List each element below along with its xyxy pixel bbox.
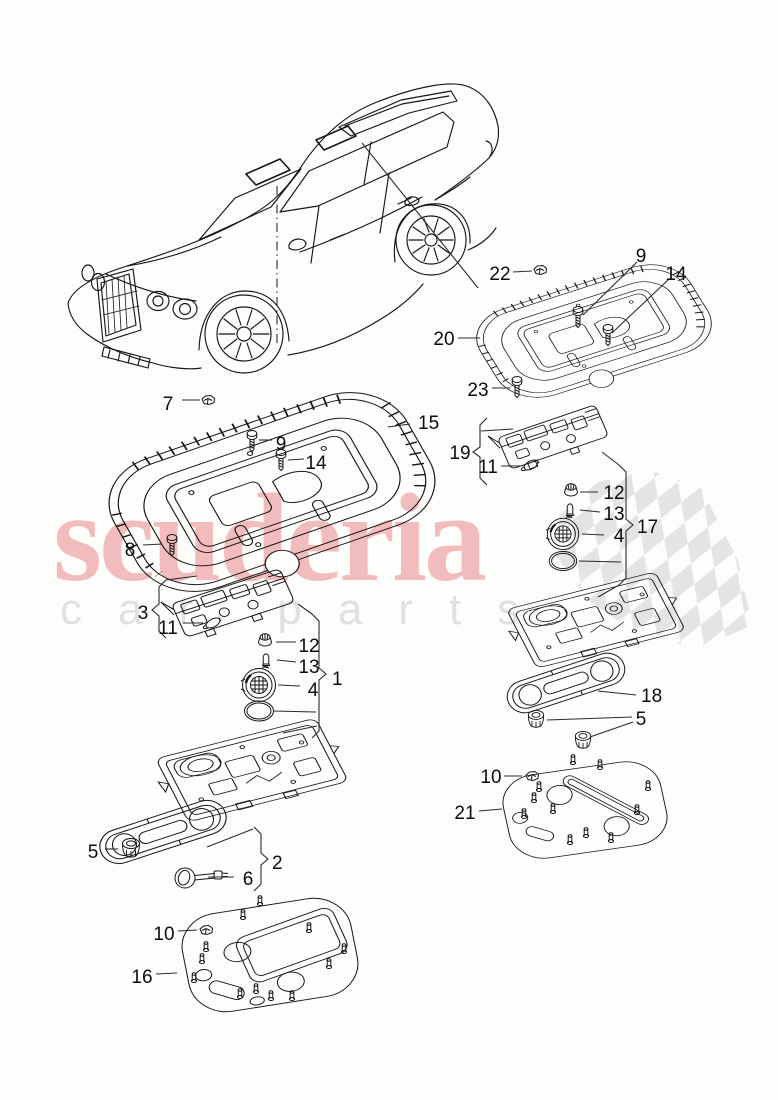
roof-marker-front: [245, 158, 291, 186]
callout-14-left: 14: [305, 453, 327, 474]
gasket-21: [502, 761, 668, 859]
headlights-icon: [81, 264, 198, 320]
callout-5-left: 5: [88, 842, 99, 863]
callout-leader-lines: [105, 261, 669, 975]
watermark-tagline-text: car parts: [60, 585, 555, 634]
callout-4-right: 4: [614, 526, 625, 547]
callout-13-left: 13: [298, 657, 319, 678]
callout-12-left: 12: [298, 636, 319, 657]
callout-16: 16: [131, 967, 152, 988]
watermark-brand-text: scuderia: [53, 469, 486, 608]
gasket-16-studs: [190, 895, 348, 1001]
grommet-5-right-b: [574, 731, 592, 749]
callout-18: 18: [641, 686, 662, 707]
callout-20: 20: [433, 329, 454, 350]
callout-6: 6: [243, 869, 254, 890]
callout-11-left: 11: [158, 618, 178, 639]
sensor-6: [174, 867, 229, 889]
lens-plate-left: [93, 795, 233, 869]
callout-22: 22: [489, 264, 510, 285]
callout-10-left: 10: [153, 924, 174, 945]
clip-10-right: [525, 771, 539, 781]
watermark-layer: scuderia car parts: [53, 469, 752, 648]
callout-9-left: 9: [276, 434, 287, 455]
bulb-13-left: [262, 653, 270, 668]
clip-22: [533, 265, 547, 275]
lamp-4-left: [239, 664, 277, 703]
screw-9-left: [246, 430, 258, 452]
callout-2: 2: [272, 853, 283, 874]
screw-14-right: [602, 324, 614, 346]
clip-10-left: [199, 925, 213, 935]
callout-12-right: 12: [603, 483, 624, 504]
callout-8: 8: [125, 540, 136, 561]
callout-14-right: 14: [665, 264, 687, 285]
callout-19: 19: [449, 443, 470, 464]
rear-wheel-icon: [395, 204, 467, 276]
gasket-21-studs: [520, 754, 652, 845]
lens-plate-18: [501, 648, 631, 718]
grommet-5-left: [122, 838, 140, 858]
checkered-flag-watermark: [556, 470, 752, 648]
callout-9-right: 9: [636, 246, 647, 267]
callout-1: 1: [332, 669, 343, 690]
car-illustration: [67, 83, 500, 374]
callout-23: 23: [467, 380, 488, 401]
grommet-5-right-a: [527, 710, 545, 728]
screw-23: [511, 376, 523, 398]
oring-left: [244, 700, 274, 722]
roof-marker-rear: [315, 125, 357, 151]
callout-5-right: 5: [636, 709, 647, 730]
callout-10-right: 10: [480, 767, 501, 788]
callout-15: 15: [418, 413, 439, 434]
callout-17: 17: [637, 517, 658, 538]
front-wheel-icon: [204, 294, 284, 374]
callout-21: 21: [454, 803, 475, 824]
callout-7: 7: [163, 394, 174, 415]
callout-11-right: 11: [478, 457, 498, 478]
grommet-12-right: [564, 483, 578, 497]
clip-7: [201, 395, 215, 405]
callout-4-left: 4: [308, 680, 319, 701]
locator-line-rear-console: [361, 142, 479, 289]
callout-3: 3: [138, 603, 149, 624]
grommet-12-left: [258, 633, 272, 647]
callout-13-right: 13: [603, 504, 624, 525]
gasket-16: [181, 897, 359, 1013]
